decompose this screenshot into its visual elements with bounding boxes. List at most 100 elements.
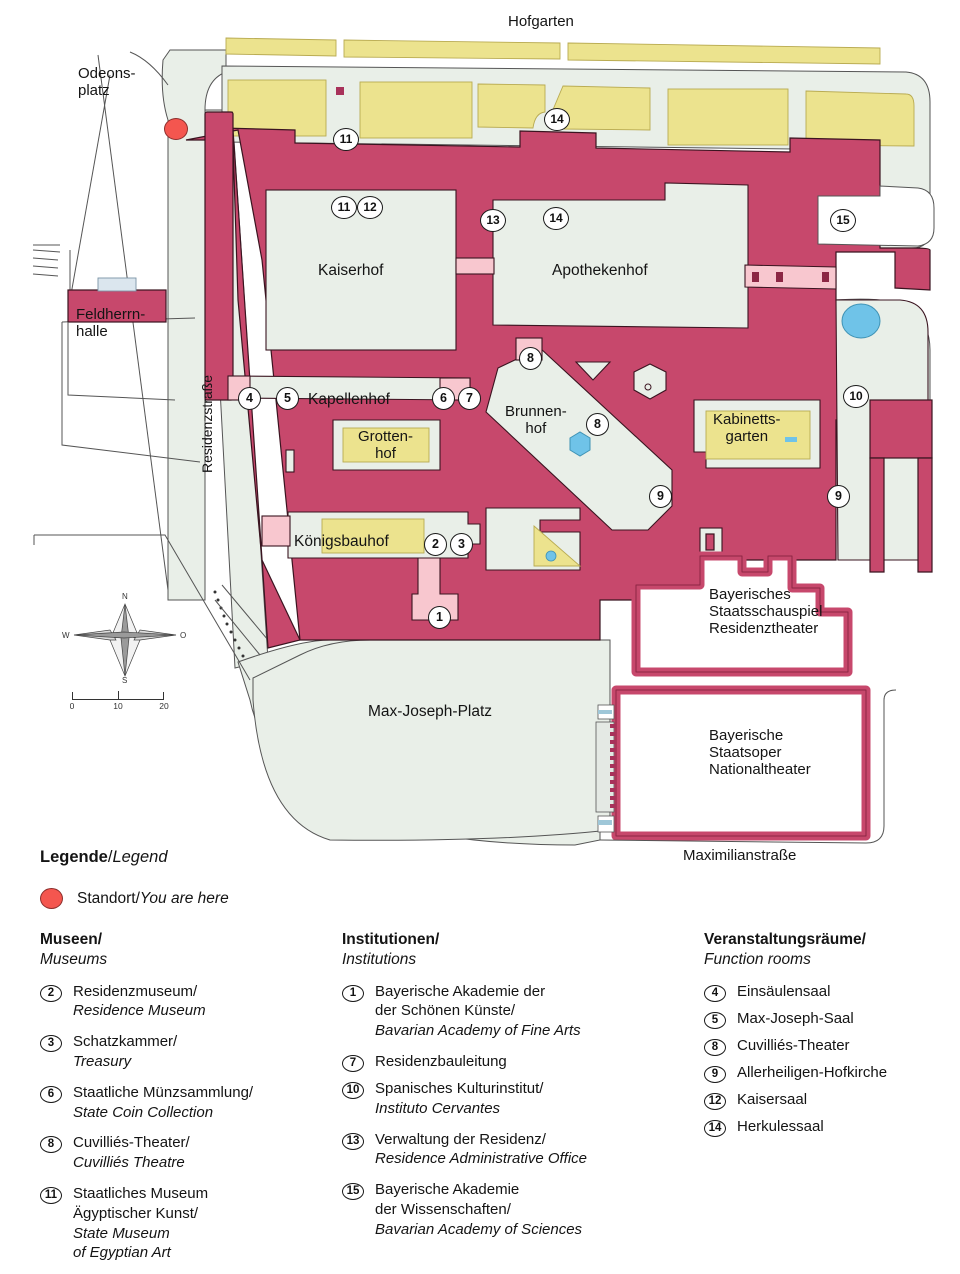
compass-rose: N S W O: [60, 592, 190, 687]
legend-head-function-rooms: Veranstaltungsräume/ Function rooms: [704, 930, 960, 970]
map-label-residenzstrasse: Residenzstraße: [199, 375, 215, 474]
legend-item-7: 7 Residenzbauleitung: [342, 1052, 692, 1073]
scale-bar-line: [72, 691, 164, 700]
legend-item-10: 10 Spanisches Kulturinstitut/Instituto Ce…: [342, 1079, 692, 1119]
legend-item-text-4: Einsäulensaal: [737, 982, 830, 1002]
legend-item-text-3: Schatzkammer/Treasury: [73, 1032, 177, 1072]
map-label-hofgarten: Hofgarten: [508, 13, 574, 30]
legend-item-number-2: 2: [40, 984, 62, 1002]
compass-east-label: O: [180, 631, 187, 640]
scale-bar-ticks: 0 10 20: [69, 700, 169, 712]
map-label-kabinettsgarten: Kabinetts- garten: [713, 411, 781, 445]
legend-item-de-5: Max-Joseph-Saal: [737, 1009, 854, 1027]
legend-item-text-14: Herkulessaal: [737, 1117, 824, 1137]
legend-item-text-13: Verwaltung der Residenz/Residence Admini…: [375, 1130, 587, 1170]
legend-item-de-9: Allerheiligen-Hofkirche: [737, 1063, 888, 1081]
map-badge-7: 7: [458, 387, 481, 410]
legend-item-3: 3 Schatzkammer/Treasury: [40, 1032, 340, 1072]
legend-standort-separator: /: [135, 889, 140, 907]
legend-item-text-5: Max-Joseph-Saal: [737, 1009, 854, 1029]
legend-item-text-8: Cuvilliés-Theater: [737, 1036, 850, 1056]
map-badge-15: 15: [830, 209, 856, 232]
legend-standort-de: Standort: [77, 889, 136, 907]
legend-head-museums: Museen/ Museums: [40, 930, 340, 970]
legend-item-en-2: Residence Museum: [73, 1002, 206, 1020]
map-badge-10: 10: [843, 385, 869, 408]
scale-tick-20: 20: [159, 701, 169, 711]
legend-head-museums-de: Museen/: [40, 931, 103, 948]
map-label-koenigsbauhof: Königsbauhof: [294, 533, 389, 550]
map-vector-graphic: .bld{fill:#c7486c;stroke:#3a1420;stroke-…: [32, 37, 935, 846]
legend-item-en-15: Bavarian Academy of Sciences: [375, 1220, 583, 1238]
legend-item-text-9: Allerheiligen-Hofkirche: [737, 1063, 887, 1083]
legend-item-de-7: Residenzbauleitung: [375, 1053, 507, 1071]
legend-item-text-15: Bayerische Akademie der Wissenschaften/B…: [375, 1180, 582, 1239]
legend-item-9: 9 Allerheiligen-Hofkirche: [704, 1063, 960, 1083]
legend-location-dot-icon: [40, 888, 63, 909]
legend-item-number-1: 1: [342, 984, 364, 1002]
map-label-grottenhof: Grotten- hof: [358, 428, 414, 462]
legend-item-number-12: 12: [704, 1092, 726, 1110]
legend-item-de-8: Cuvilliés-Theater: [737, 1036, 850, 1054]
legend-item-number-15: 15: [342, 1183, 364, 1201]
legend-you-are-here-text: Standort/You are here: [77, 890, 229, 908]
legend-item-2: 2 Residenzmuseum/Residence Museum: [40, 982, 340, 1022]
map-label-kaiserhof: Kaiserhof: [318, 262, 384, 279]
map-badge-11: 11: [333, 128, 359, 151]
legend-item-en-13: Residence Administrative Office: [375, 1150, 588, 1168]
legend-items-museums: 2 Residenzmuseum/Residence Museum 3 Schatzk…: [40, 982, 340, 1264]
legend-item-de-10: Spanisches Kulturinstitut/: [375, 1080, 544, 1098]
map-label-apothekenhof: Apothekenhof: [552, 262, 648, 279]
legend-item-text-6: Staatliche Münzsammlung/State Coin Colle…: [73, 1083, 253, 1123]
compass-north-label: N: [122, 592, 128, 601]
legend-item-de-15: Bayerische Akademie der Wissenschaften/: [375, 1181, 520, 1219]
compass-south-label: S: [122, 676, 128, 685]
legend-item-number-8: 8: [704, 1038, 726, 1056]
scale-tick-0: 0: [69, 701, 75, 711]
legend-item-text-10: Spanisches Kulturinstitut/Instituto Cerv…: [375, 1079, 543, 1119]
map-badge-6: 6: [432, 387, 455, 410]
legend-item-en-8: Cuvilliés Theatre: [73, 1154, 185, 1172]
legend-item-8: 8 Cuvilliés-Theater/Cuvilliés Theatre: [40, 1133, 340, 1173]
legend-item-number-7: 7: [342, 1055, 364, 1073]
legend-item-de-14: Herkulessaal: [737, 1117, 824, 1135]
map-badge-5: 5: [276, 387, 299, 410]
legend-item-14: 14 Herkulessaal: [704, 1117, 960, 1137]
legend-head-institutions-de: Institutionen/: [342, 931, 440, 948]
legend-head-institutions: Institutionen/ Institutions: [342, 930, 692, 970]
legend-item-number-14: 14: [704, 1119, 726, 1137]
legend-item-en-3: Treasury: [73, 1053, 132, 1071]
map-badge-8: 8: [519, 347, 542, 370]
map-label-odeonsplatz: Odeons- platz: [78, 65, 136, 99]
legend-item-de-2: Residenzmuseum/: [73, 982, 198, 1000]
map-badge-4: 4: [238, 387, 261, 410]
legend-column-museums: Museen/ Museums 2 Residenzmuseum/Residenc…: [40, 930, 340, 1274]
legend-item-en-10: Instituto Cervantes: [375, 1099, 501, 1117]
scale-tick-10: 10: [113, 701, 123, 711]
legend-item-1: 1 Bayerische Akademie der der Schönen Kün…: [342, 982, 692, 1041]
legend-item-text-8: Cuvilliés-Theater/Cuvilliés Theatre: [73, 1133, 190, 1173]
legend-head-function-rooms-de: Veranstaltungsräume/: [704, 931, 866, 948]
legend-item-8: 8 Cuvilliés-Theater: [704, 1036, 960, 1056]
legend-head-institutions-en: Institutions: [342, 950, 417, 968]
legend-item-de-4: Einsäulensaal: [737, 982, 831, 1000]
legend-item-text-2: Residenzmuseum/Residence Museum: [73, 982, 206, 1022]
legend-item-number-8: 8: [40, 1136, 62, 1154]
map-legend: Legende/Legend Standort/You are here Mus…: [0, 838, 960, 1272]
legend-item-number-10: 10: [342, 1082, 364, 1100]
map-label-residenztheater: Bayerisches Staatsschauspiel Residenzthe…: [709, 586, 823, 637]
map-badge-14: 14: [543, 207, 569, 230]
map-badge-12: 12: [357, 196, 383, 219]
map-scale-bar: 0 10 20: [69, 691, 169, 712]
legend-item-number-9: 9: [704, 1065, 726, 1083]
legend-item-de-12: Kaisersaal: [737, 1090, 808, 1108]
map-badge-9: 9: [649, 485, 672, 508]
map-label-brunnenhof: Brunnen- hof: [505, 403, 567, 437]
legend-item-text-1: Bayerische Akademie der der Schönen Küns…: [375, 982, 581, 1041]
legend-item-number-3: 3: [40, 1035, 62, 1053]
legend-item-en-11: State Museum of Egyptian Art: [73, 1224, 171, 1262]
map-badge-3: 3: [450, 533, 473, 556]
